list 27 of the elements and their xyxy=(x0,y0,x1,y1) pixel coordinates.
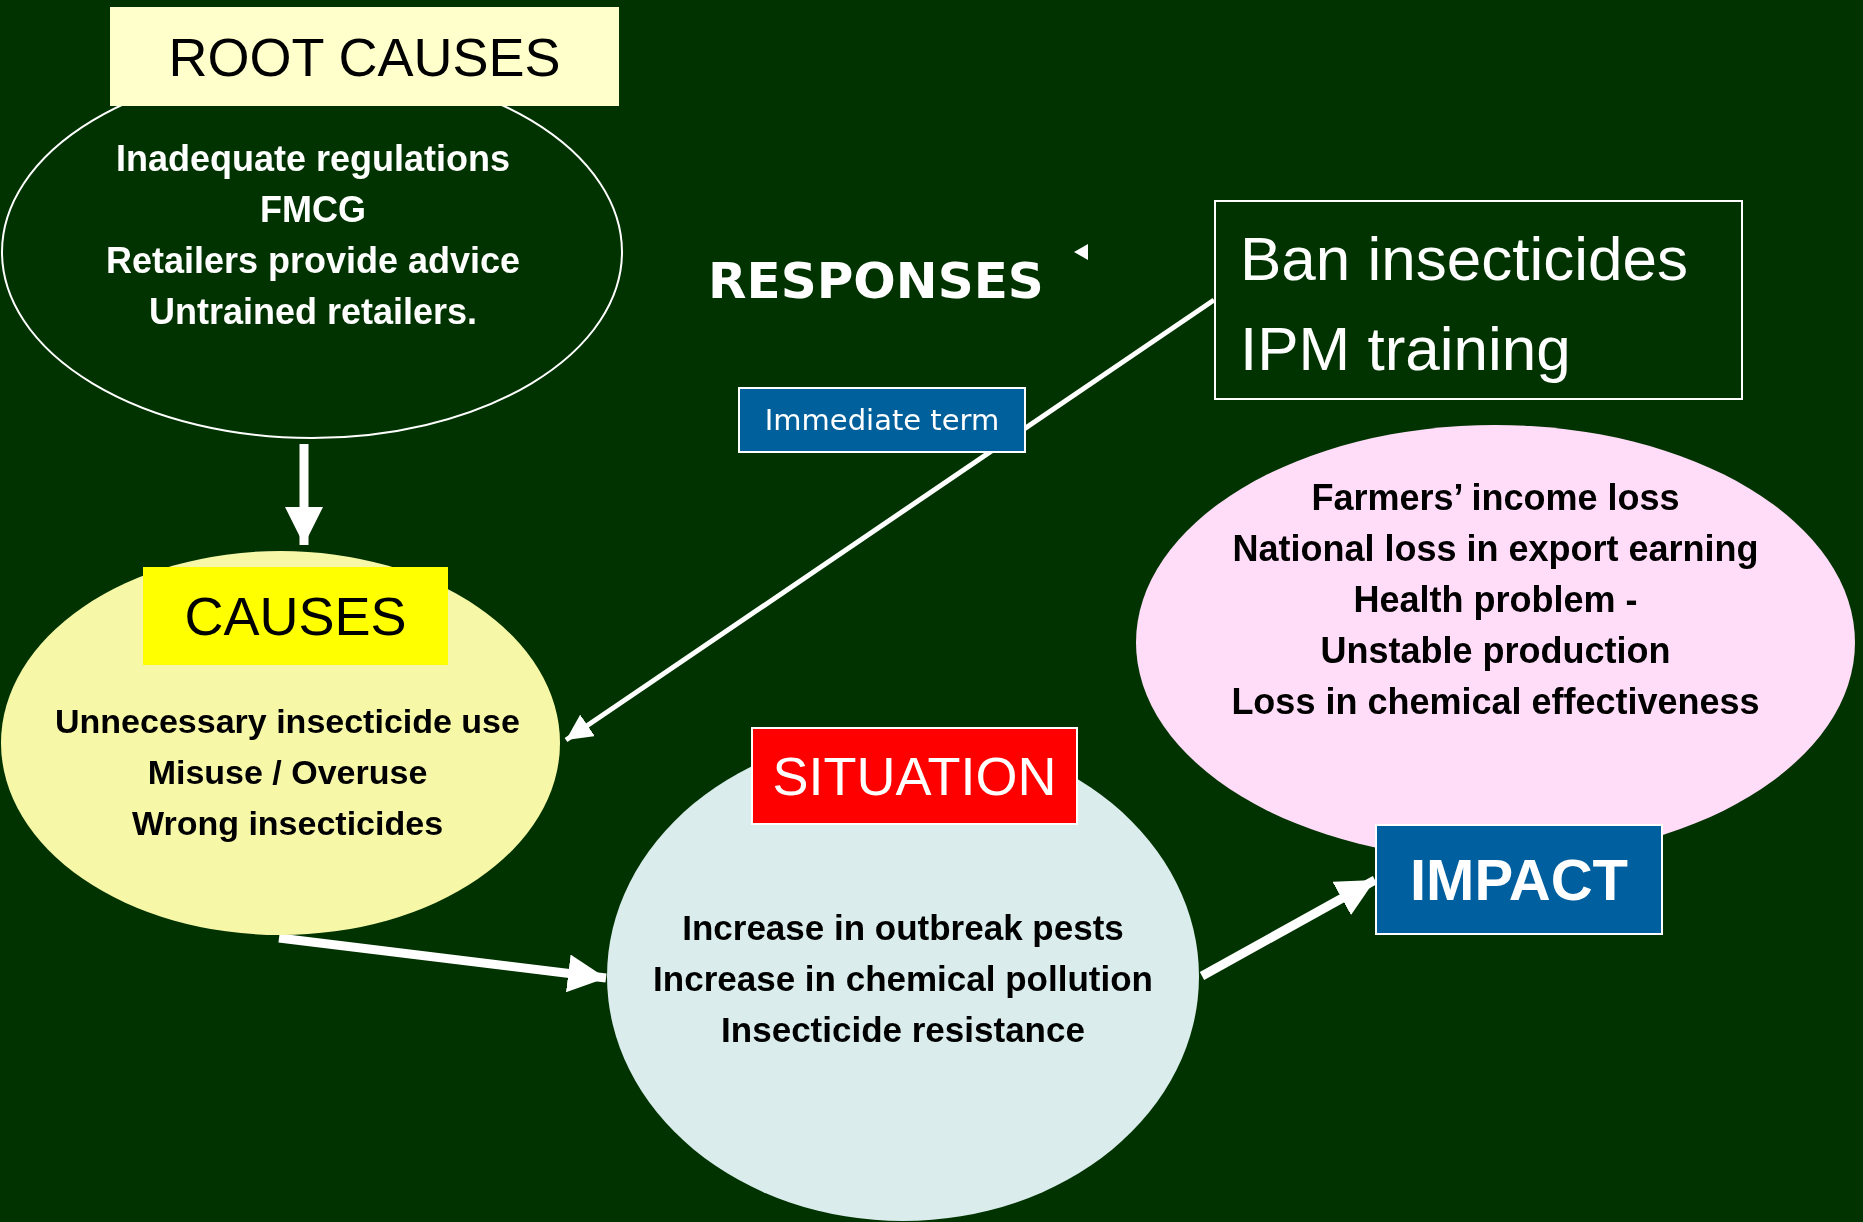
arrow xyxy=(564,297,1216,743)
response-box xyxy=(1214,200,1743,400)
heading-label: ROOT CAUSES xyxy=(110,7,619,106)
list-text: Insecticide resistance xyxy=(720,1009,1086,1051)
list-text: FMCG xyxy=(259,188,367,232)
list-text: Health problem - xyxy=(1352,578,1639,622)
list-text: Farmers’ income loss xyxy=(1310,476,1681,520)
heading-label: CAUSES xyxy=(143,567,448,665)
list-text: Increase in outbreak pests xyxy=(681,907,1125,949)
list-text: Retailers provide advice xyxy=(104,239,522,283)
list-text: Inadequate regulations xyxy=(114,137,512,181)
list-text: Untrained retailers. xyxy=(147,290,479,334)
arrow xyxy=(285,444,323,545)
heading-label: SITUATION xyxy=(751,727,1078,825)
list-text: IPM training xyxy=(1240,313,1571,385)
list-text: Increase in chemical pollution xyxy=(652,958,1154,1000)
list-text: Misuse / Overuse xyxy=(146,752,429,793)
section-title: RESPONSES xyxy=(708,252,1044,310)
list-text: Wrong insecticides xyxy=(130,803,445,844)
heading-label: IMPACT xyxy=(1375,824,1663,935)
list-text: Unnecessary insecticide use xyxy=(54,701,521,742)
edge-label: Immediate term xyxy=(738,387,1026,453)
list-text: Loss in chemical effectiveness xyxy=(1230,680,1761,724)
list-text: National loss in export earning xyxy=(1231,527,1760,571)
list-text: Ban insecticides xyxy=(1240,223,1689,295)
list-text: Unstable production xyxy=(1319,629,1672,673)
arrow xyxy=(278,933,607,993)
